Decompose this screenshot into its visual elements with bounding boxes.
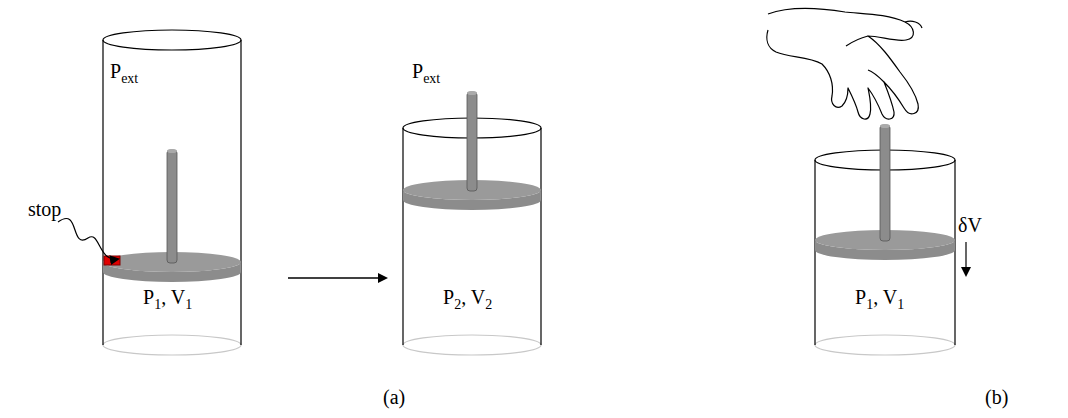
- stop-block: [104, 256, 120, 265]
- piston: [815, 124, 955, 260]
- subscript: 2: [454, 297, 461, 312]
- subscript: 1: [154, 297, 161, 312]
- subscript: 1: [866, 297, 873, 312]
- state-label: P1, V1: [143, 286, 192, 312]
- subscript: 1: [897, 297, 904, 312]
- panel-label: (b): [985, 386, 1008, 408]
- hand-drawing: [767, 9, 922, 120]
- subscript: 2: [485, 297, 492, 312]
- subscript: ext: [423, 71, 440, 86]
- subscript: 1: [185, 297, 192, 312]
- piston: [403, 91, 541, 210]
- pressure-label: Pext: [110, 60, 138, 86]
- process-arrow: [288, 277, 386, 279]
- direction-arrow: [965, 242, 966, 275]
- cylinder: [103, 30, 241, 355]
- piston: [103, 149, 241, 282]
- state-label: P1, V1: [855, 286, 904, 312]
- pressure-label: Pext: [412, 60, 440, 86]
- subscript: ext: [121, 71, 138, 86]
- volume-change-label: δV: [958, 214, 982, 236]
- panel-label: (a): [383, 386, 405, 408]
- state-label: P2, V2: [443, 286, 492, 312]
- part-label: stop: [28, 198, 61, 220]
- leader-line: [58, 218, 118, 259]
